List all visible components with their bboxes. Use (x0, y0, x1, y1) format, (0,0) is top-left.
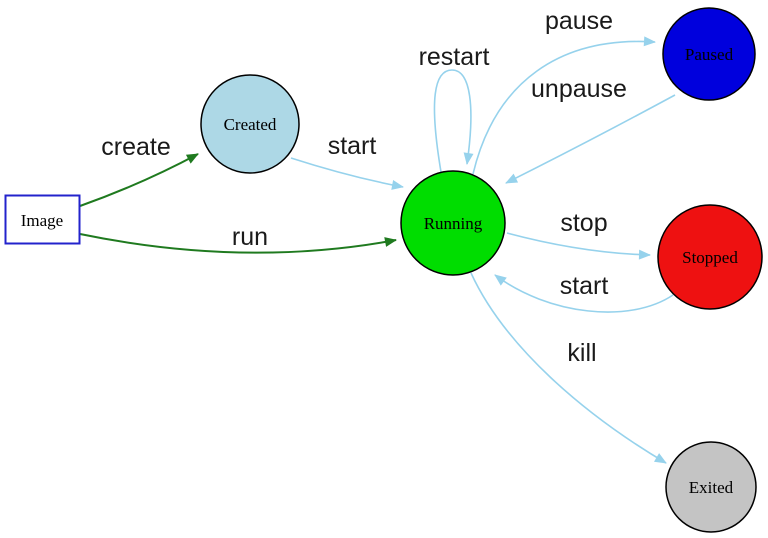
edge-run (79, 233, 397, 254)
node-running-circle (400, 170, 506, 276)
node-image-box (4, 194, 81, 245)
node-stopped-circle (657, 204, 763, 310)
edge-kill (470, 272, 667, 464)
edge-label-pause: pause (545, 7, 613, 35)
edge-create (79, 153, 199, 207)
edge-stop (506, 232, 651, 260)
node-paused-circle (662, 7, 756, 101)
node-exited-label: Exited (689, 478, 734, 497)
edge-label-stop: stop (560, 209, 607, 237)
node-created: Created (200, 74, 300, 174)
edge-start-stopped-running (494, 274, 674, 313)
edge-unpause (505, 94, 676, 184)
node-image-label: Image (21, 211, 63, 230)
node-exited: Exited (665, 441, 757, 533)
node-running: Running (400, 170, 506, 276)
node-paused: Paused (662, 7, 756, 101)
node-running-label: Running (424, 214, 483, 233)
edge-start-created-running (290, 157, 404, 190)
node-stopped-label: Stopped (682, 248, 738, 267)
edge-label-kill: kill (567, 339, 596, 367)
edge-label-run: run (232, 223, 268, 251)
edge-pause (472, 36, 656, 175)
node-exited-circle (665, 441, 757, 533)
edge-restart-self-loop (433, 69, 474, 173)
edge-label-unpause: unpause (531, 75, 627, 103)
node-created-circle (200, 74, 300, 174)
edge-label-start-2: start (560, 272, 609, 300)
edge-label-create: create (101, 133, 170, 161)
node-stopped: Stopped (657, 204, 763, 310)
node-paused-label: Paused (685, 45, 734, 64)
edge-label-restart: restart (419, 43, 490, 71)
node-created-label: Created (224, 115, 277, 134)
edge-label-start-1: start (328, 132, 377, 160)
node-image: Image (4, 194, 81, 245)
